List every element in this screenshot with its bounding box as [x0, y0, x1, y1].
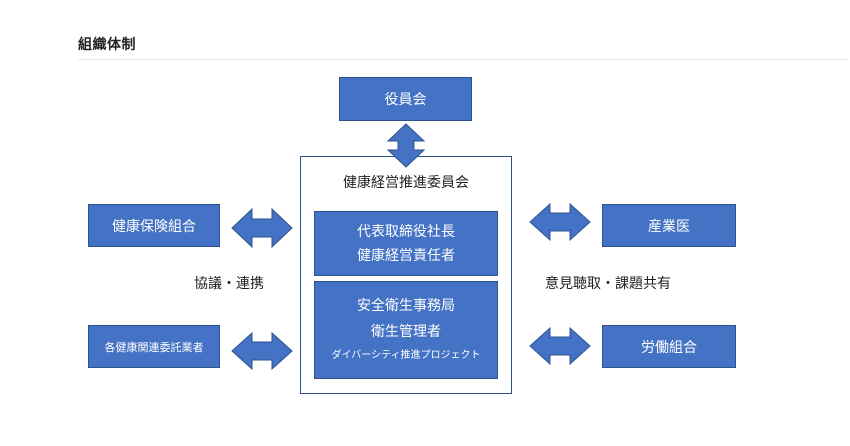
- leader-box: 代表取締役社長 健康経営責任者: [314, 211, 498, 276]
- leader-title-health-officer: 健康経営責任者: [357, 247, 455, 264]
- right-top-double-arrow-icon: [529, 202, 591, 242]
- office-box: 安全衛生事務局 衛生管理者 ダイバーシティ推進プロジェクト: [314, 281, 498, 379]
- title-divider: [78, 59, 848, 60]
- industrial-physician-box: 産業医: [602, 204, 736, 247]
- section-title: 組織体制: [78, 37, 136, 53]
- board-box: 役員会: [339, 77, 472, 121]
- hygiene-manager: 衛生管理者: [371, 324, 441, 340]
- leader-title-ceo: 代表取締役社長: [357, 223, 455, 240]
- health-insurance-union-box: 健康保険組合: [88, 204, 220, 247]
- health-contractors-box: 各健康関連委託業者: [88, 325, 220, 368]
- vertical-double-arrow-icon: [386, 123, 426, 168]
- committee-title: 健康経営推進委員会: [343, 175, 469, 191]
- left-top-double-arrow-icon: [231, 207, 293, 249]
- left-relation-label: 協議・連携: [194, 276, 264, 292]
- right-bottom-double-arrow-icon: [529, 326, 591, 366]
- office-name: 安全衛生事務局: [357, 298, 455, 314]
- labor-union-box: 労働組合: [602, 325, 736, 368]
- diversity-project: ダイバーシティ推進プロジェクト: [331, 350, 481, 361]
- left-bottom-double-arrow-icon: [231, 331, 293, 371]
- right-relation-label: 意見聴取・課題共有: [545, 276, 671, 292]
